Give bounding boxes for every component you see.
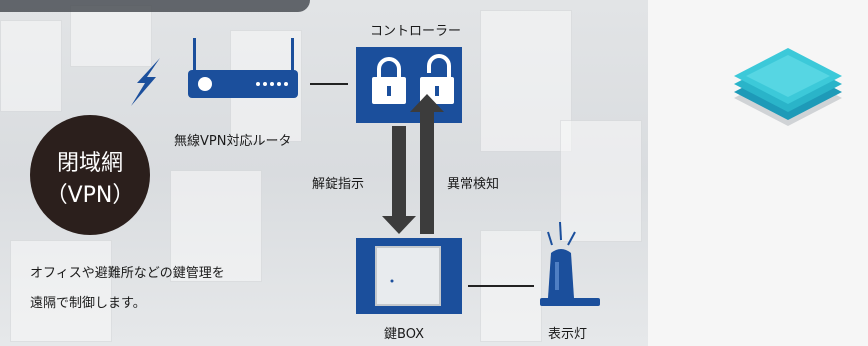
router-icon <box>188 38 298 98</box>
diagram-panel <box>0 0 648 346</box>
description-line2: 遠隔で制御します。 <box>30 296 146 311</box>
network-label-line1: 閉域網 <box>56 151 123 176</box>
description-line1: オフィスや避難所などの鍵管理を <box>30 266 225 281</box>
wireless-signal-icon <box>131 58 160 106</box>
controller-label: コントローラー <box>370 24 462 39</box>
warning-lamp-icon <box>540 221 600 306</box>
background-building <box>480 10 572 152</box>
background-building <box>560 120 642 242</box>
unlock-command-arrow <box>382 126 416 234</box>
lamp-label: 表示灯 <box>548 327 588 342</box>
padlock-closed-shackle <box>377 57 401 78</box>
background-building <box>170 170 262 282</box>
network-label-line2: （VPN） <box>45 183 135 208</box>
network-badge: 閉域網 （VPN） <box>30 115 150 235</box>
controller-box <box>356 47 462 123</box>
unlock-command-label: 解錠指示 <box>312 177 365 192</box>
top-band <box>0 0 310 12</box>
alert-label: 異常検知 <box>447 177 500 192</box>
side-panel <box>648 0 868 346</box>
layers-icon <box>734 48 842 126</box>
background-building <box>0 20 62 112</box>
padlock-open-shackle <box>427 54 451 78</box>
background-building <box>70 5 152 67</box>
keybox-label: 鍵BOX <box>384 327 424 342</box>
router-label: 無線VPN対応ルータ <box>174 134 292 149</box>
keybox <box>356 238 462 314</box>
background-building <box>10 240 112 342</box>
alert-arrow <box>410 94 444 234</box>
